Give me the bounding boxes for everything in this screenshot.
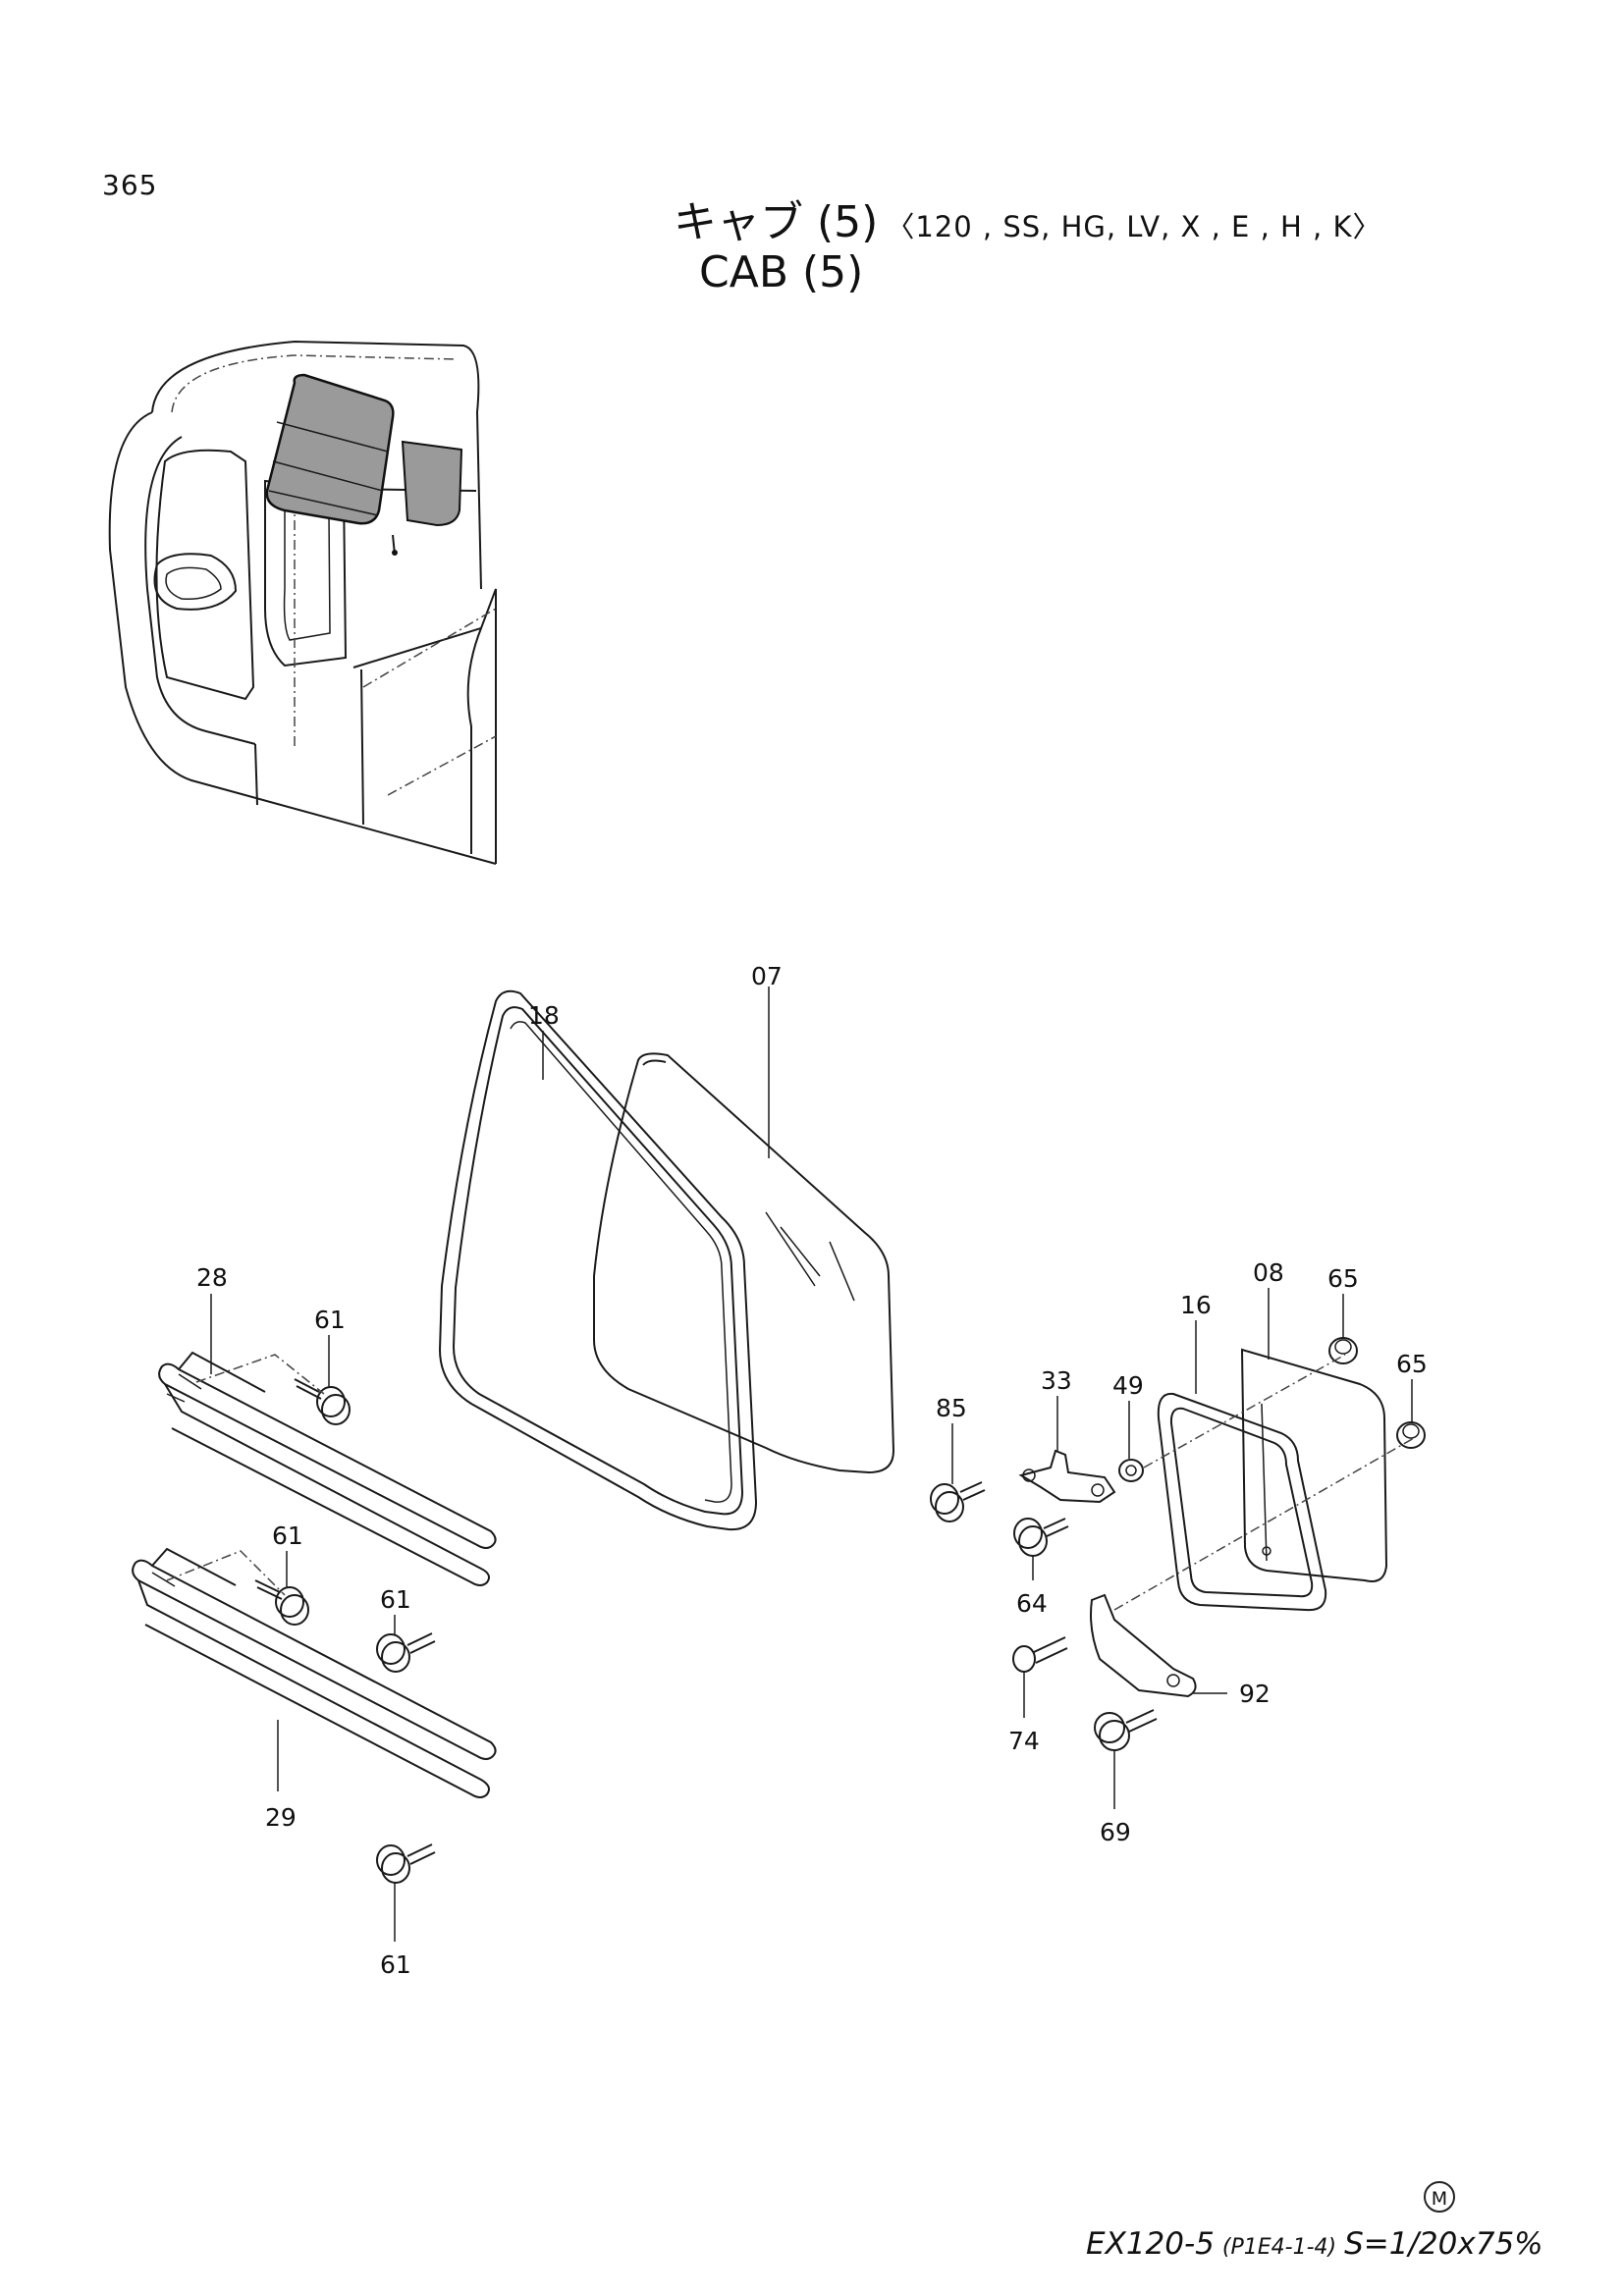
callout-65-b: 65 [1396, 1350, 1428, 1378]
align-line-08-upper [1143, 1354, 1346, 1468]
part-33-bracket [1018, 1449, 1116, 1504]
footer-mark-badge: M [1424, 2181, 1455, 2213]
callout-64: 64 [1016, 1589, 1048, 1618]
callout-92: 92 [1239, 1680, 1271, 1708]
callout-18: 18 [528, 1001, 560, 1030]
align-line-08-lower [1113, 1437, 1415, 1611]
callout-74: 74 [1008, 1727, 1040, 1755]
footer-code: (P1E4-1-4) [1221, 2235, 1337, 2260]
part-61-bolt-c [376, 1632, 436, 1673]
callout-08: 08 [1253, 1258, 1284, 1287]
leader-lines [210, 987, 1413, 1942]
part-18-weatherstrip [438, 989, 758, 1531]
footer-model-info: EX120-5(P1E4-1-4) S=1/20x75% [1086, 2226, 1543, 2262]
page-number: 365 [102, 169, 158, 201]
part-64-bolt [1013, 1518, 1069, 1557]
callout-65-a: 65 [1327, 1264, 1359, 1293]
applicable-models: 〈120 , SS, HG, LV, X , E , H , K〉 [886, 210, 1382, 243]
page-title-jp: キャブ (5)〈120 , SS, HG, LV, X , E , H , K〉 [674, 187, 1382, 249]
part-16-seal [1157, 1392, 1327, 1612]
part-61-bolt-d [376, 1843, 436, 1884]
callout-29: 29 [265, 1803, 297, 1832]
callout-33: 33 [1041, 1366, 1072, 1395]
callout-28: 28 [196, 1263, 228, 1292]
callout-85: 85 [936, 1394, 967, 1422]
callout-61-b: 61 [272, 1522, 303, 1550]
callout-61-a: 61 [314, 1306, 346, 1334]
part-28-rail [158, 1351, 497, 1586]
part-74-screw [1012, 1636, 1068, 1673]
part-29-rail [132, 1547, 497, 1798]
callout-61-c: 61 [380, 1585, 411, 1614]
part-65-nut-b [1396, 1421, 1426, 1449]
align-line-rail-29 [166, 1550, 286, 1596]
callout-16: 16 [1180, 1291, 1212, 1319]
title-jp-text: キャブ (5) [674, 197, 879, 247]
callout-69: 69 [1100, 1818, 1131, 1846]
footer-scale: S=1/20x75% [1344, 2226, 1543, 2262]
callout-07: 07 [751, 962, 783, 990]
part-61-bolt-a [294, 1378, 351, 1425]
part-08-glass [1240, 1348, 1388, 1582]
part-61-bolt-b [254, 1579, 309, 1626]
part-85-bolt [930, 1481, 986, 1522]
callout-49: 49 [1112, 1371, 1144, 1400]
part-07-glass [593, 1052, 895, 1474]
cab-overview-illustration [108, 340, 497, 865]
callout-61-d: 61 [380, 1950, 411, 1979]
page-title-en: CAB (5) [699, 247, 864, 297]
part-49-nut [1118, 1459, 1144, 1482]
part-69-bolt [1094, 1709, 1158, 1751]
part-65-nut-a [1328, 1337, 1358, 1364]
footer-model: EX120-5 [1086, 2226, 1215, 2262]
align-line-rail-28 [195, 1354, 325, 1395]
part-92-bracket [1090, 1593, 1197, 1698]
